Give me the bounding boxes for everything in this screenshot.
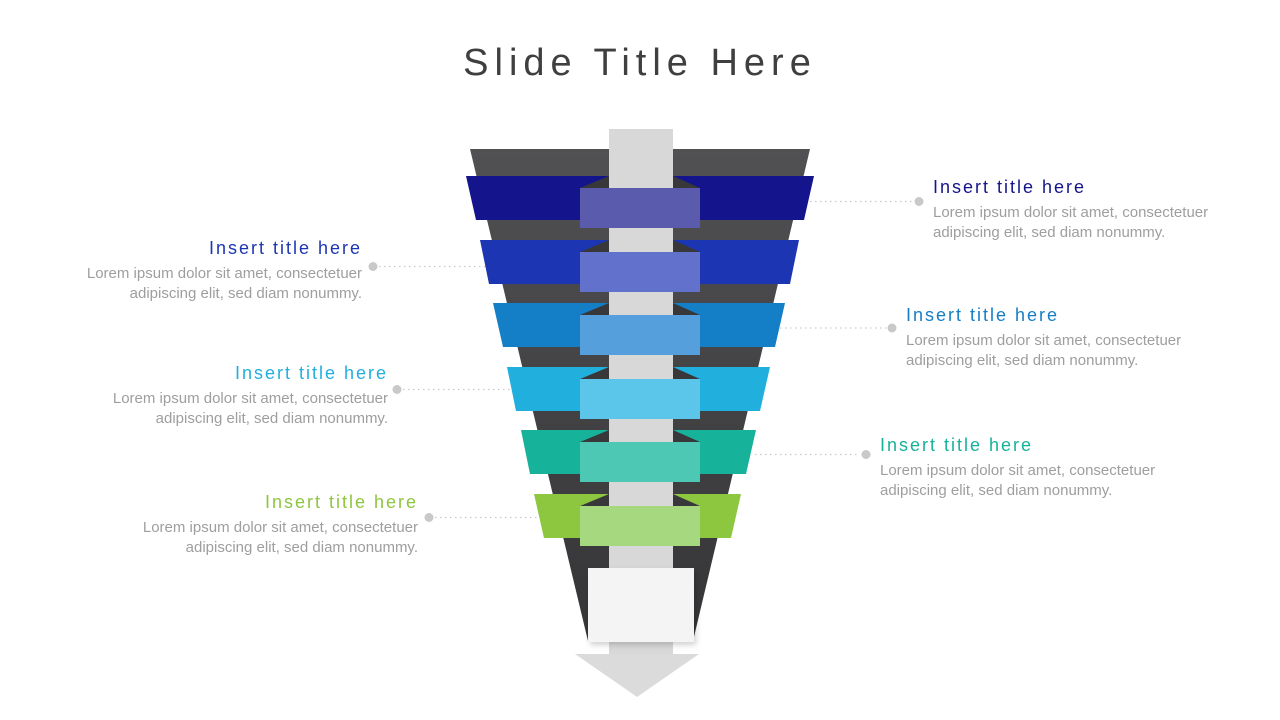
callout-body-line: adipiscing elit, sed diam nonummy. [155,410,388,427]
fold-shadow [580,303,609,315]
callout-body-line: Lorem ipsum dolor sit amet, consectetuer [933,204,1209,221]
funnel-plate-2 [580,252,700,292]
fold-shadows [580,176,700,506]
funnel-plate-6 [580,506,700,546]
leader-dot-left-1 [368,262,378,271]
callout-body-line: Lorem ipsum dolor sit amet, consectetuer [112,390,388,407]
fold-shadow [673,367,700,379]
callout-left-2: Insert title here Lorem ipsum dolor sit … [78,363,388,429]
callout-body-line: Lorem ipsum dolor sit amet, consectetuer [86,265,362,282]
funnel-end-box [588,568,694,642]
fold-shadow [673,176,700,188]
fold-shadow [580,176,609,188]
callout-left-1: Insert title here Lorem ipsum dolor sit … [52,238,362,304]
callout-title: Insert title here [880,435,1034,455]
callout-body-line: Lorem ipsum dolor sit amet, consectetuer [880,462,1156,479]
callout-right-1: Insert title here Lorem ipsum dolor sit … [933,177,1243,243]
callout-right-2: Insert title here Lorem ipsum dolor sit … [906,305,1216,371]
funnel-plate-1 [580,188,700,228]
callout-title: Insert title here [933,177,1087,197]
fold-shadow [673,240,700,252]
callout-body-line: adipiscing elit, sed diam nonummy. [906,352,1139,369]
callout-left-3: Insert title here Lorem ipsum dolor sit … [108,492,418,558]
funnel-plate-4 [580,379,700,419]
slide-title: Slide Title Here [463,42,817,84]
callout-body-line: adipiscing elit, sed diam nonummy. [185,539,418,556]
fold-shadow [673,494,700,506]
fold-shadow [580,367,609,379]
callout-title: Insert title here [906,305,1060,325]
fold-shadow [673,430,700,442]
callout-body-line: adipiscing elit, sed diam nonummy. [933,224,1166,241]
leader-dots [368,197,924,522]
fold-shadow [580,430,609,442]
callout-body-line: Lorem ipsum dolor sit amet, consectetuer [142,519,418,536]
callout-title: Insert title here [264,492,418,512]
leader-dot-left-2 [392,385,402,394]
leader-lines [379,200,913,519]
callout-body-line: Lorem ipsum dolor sit amet, consectetuer [906,332,1182,349]
funnel-plate-3 [580,315,700,355]
callout-title: Insert title here [234,363,388,383]
leader-dot-left-3 [424,513,434,522]
fold-shadow [673,303,700,315]
callout-body-line: adipiscing elit, sed diam nonummy. [129,285,362,302]
funnel-plate-5 [580,442,700,482]
callout-right-3: Insert title here Lorem ipsum dolor sit … [880,435,1190,501]
arrow-head-icon [575,654,699,697]
fold-shadow [580,240,609,252]
leader-dot-right-3 [861,450,871,459]
callout-body-line: adipiscing elit, sed diam nonummy. [880,482,1113,499]
fold-shadow [580,494,609,506]
callout-title: Insert title here [208,238,362,258]
leader-dot-right-2 [887,323,897,333]
leader-dot-right-1 [914,197,924,206]
